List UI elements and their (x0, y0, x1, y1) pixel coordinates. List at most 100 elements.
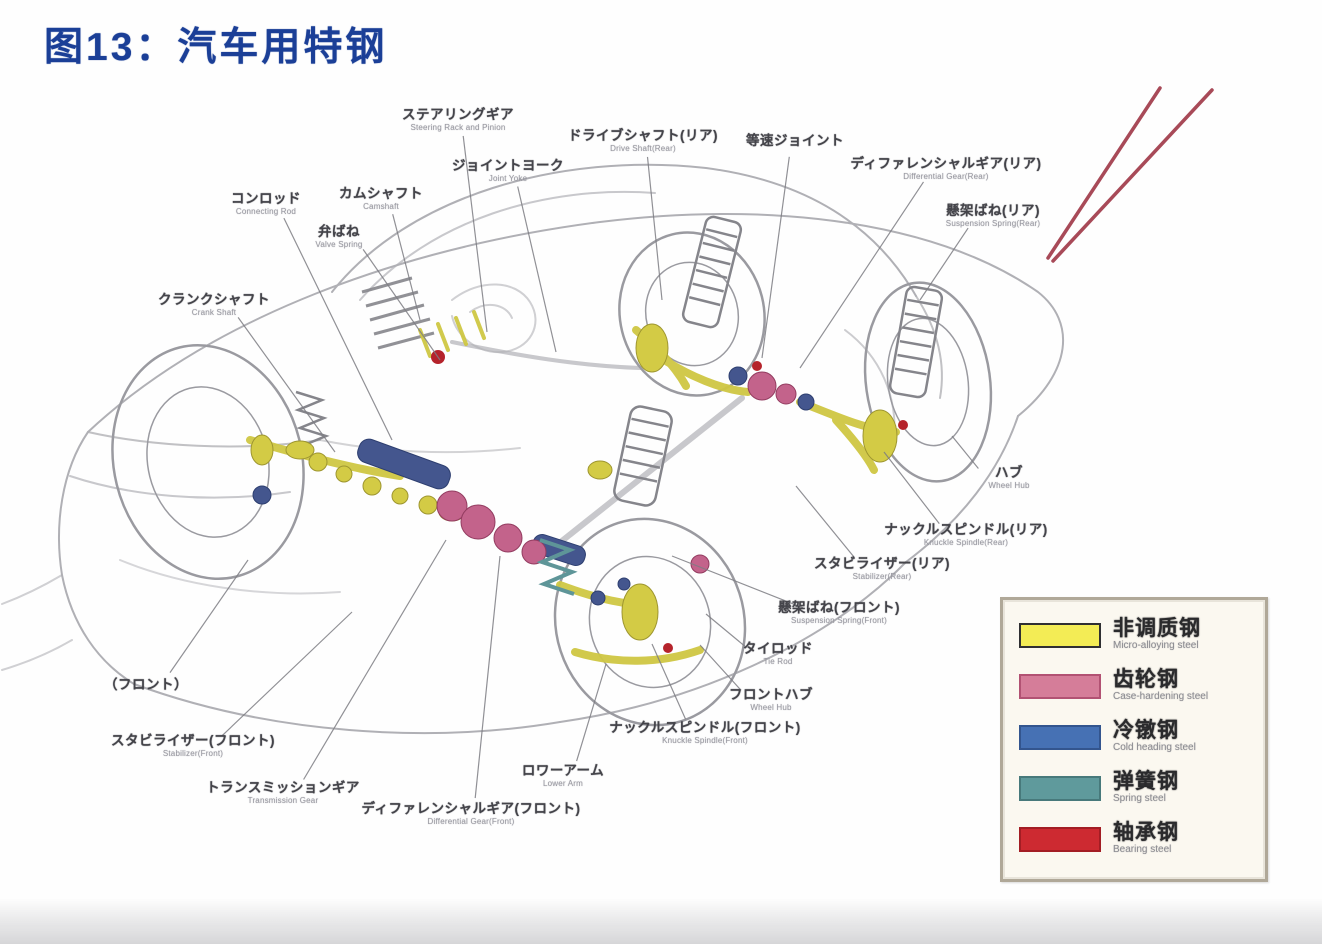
component-label: 等速ジョイント (746, 132, 844, 148)
legend-color-swatch (1019, 776, 1101, 801)
legend-item-name-en: Spring steel (1113, 793, 1166, 804)
component-label-jp: ディファレンシャルギア(フロント) (361, 800, 581, 816)
component-label: スタビライザー(リア)Stabilizer(Rear) (814, 555, 950, 581)
component-label: ドライブシャフト(リア)Drive Shaft(Rear) (568, 128, 718, 154)
component-label: ナックルスピンドル(リア)Knuckle Spindle(Rear) (884, 521, 1048, 548)
legend-item-name-zh: 弹簧钢 (1113, 770, 1179, 793)
component-label-jp: （フロント） (104, 676, 188, 692)
leader-line (283, 217, 393, 441)
leader-line (799, 181, 924, 369)
leader-line (517, 186, 557, 353)
car-body-sketch (1, 163, 1064, 735)
component-label-jp: コンロッド (231, 190, 301, 206)
legend-item-name-en: Micro-alloying steel (1113, 640, 1199, 651)
component-label-en: Drive Shaft(Rear) (610, 144, 676, 154)
legend-item-name-en: Case-hardening steel (1113, 691, 1209, 702)
leader-line (576, 663, 607, 762)
component-label-jp: ナックルスピンドル(フロント) (609, 719, 801, 735)
annotation-arrow (1046, 86, 1214, 263)
leader-line (221, 611, 353, 737)
component-label-jp: ロワーアーム (521, 762, 605, 778)
leader-line (951, 435, 979, 469)
leader-line (883, 451, 940, 524)
leader-line (237, 317, 336, 453)
component-label-en: Wheel Hub (750, 703, 792, 713)
component-label-jp: ステアリングギア (402, 106, 514, 122)
component-label-en: Suspension Spring(Rear) (945, 219, 1041, 229)
component-label-en: Stabilizer(Front) (162, 749, 224, 759)
legend-color-swatch (1019, 827, 1101, 852)
component-label-en: Knuckle Spindle(Rear) (923, 538, 1009, 548)
component-label: 懸架ばね(リア)Suspension Spring(Rear) (945, 202, 1041, 229)
leader-lines (169, 135, 979, 799)
pink-gear-steel-parts (436, 371, 797, 574)
leader-line (795, 485, 856, 559)
component-label-jp: 等速ジョイント (746, 132, 844, 148)
leader-line (705, 613, 746, 647)
leader-line (671, 555, 804, 609)
component-label-jp: スタビライザー(フロント) (111, 732, 275, 748)
component-label-jp: タイロッド (743, 640, 813, 656)
component-label-en: Lower Arm (542, 779, 584, 789)
legend-item-name-en: Cold heading steel (1113, 742, 1196, 753)
component-label-jp: ジョイントヨーク (452, 157, 564, 173)
component-label: 懸架ばね(フロント)Suspension Spring(Front) (778, 600, 900, 626)
leader-line (651, 643, 687, 720)
component-label: ディファレンシャルギア(リア)Differential Gear(Rear) (850, 156, 1041, 182)
component-label-en: Knuckle Spindle(Front) (662, 736, 748, 746)
leader-line (646, 156, 663, 301)
component-label-jp: クランクシャフト (158, 291, 270, 307)
legend-item-name-zh: 齿轮钢 (1113, 668, 1179, 691)
component-label-en: Crank Shaft (191, 308, 237, 318)
component-label-jp: カムシャフト (339, 185, 423, 201)
figure-title: 图13：汽车用特钢 (44, 26, 388, 69)
yellow-micro-alloy-parts (246, 310, 900, 665)
leader-line (169, 559, 249, 673)
legend-item-name-zh: 非调质钢 (1113, 617, 1201, 640)
leader-line (474, 555, 501, 799)
component-label-jp: ハブ (995, 464, 1023, 480)
component-label-jp: ナックルスピンドル(リア) (884, 521, 1048, 537)
leader-line (699, 644, 742, 691)
teal-spring-steel-parts (536, 538, 578, 596)
legend-color-swatch (1019, 623, 1101, 648)
component-label-en: Differential Gear(Rear) (903, 172, 989, 182)
leader-line (392, 214, 421, 321)
leader-line (462, 135, 488, 333)
component-label: スタビライザー(フロント)Stabilizer(Front) (111, 732, 275, 759)
component-label-jp: フロントハブ (729, 686, 813, 702)
component-label-jp: スタビライザー(リア) (814, 555, 950, 571)
component-label-en: Joint Yoke (488, 174, 528, 184)
leader-line (303, 539, 447, 780)
legend-item-name-en: Bearing steel (1113, 844, 1172, 855)
component-label-jp: 懸架ばね(リア) (946, 202, 1040, 218)
component-label-en: Transmission Gear (247, 796, 319, 806)
component-label: ナックルスピンドル(フロント)Knuckle Spindle(Front) (609, 719, 801, 746)
component-label-en: Suspension Spring(Front) (791, 616, 887, 626)
